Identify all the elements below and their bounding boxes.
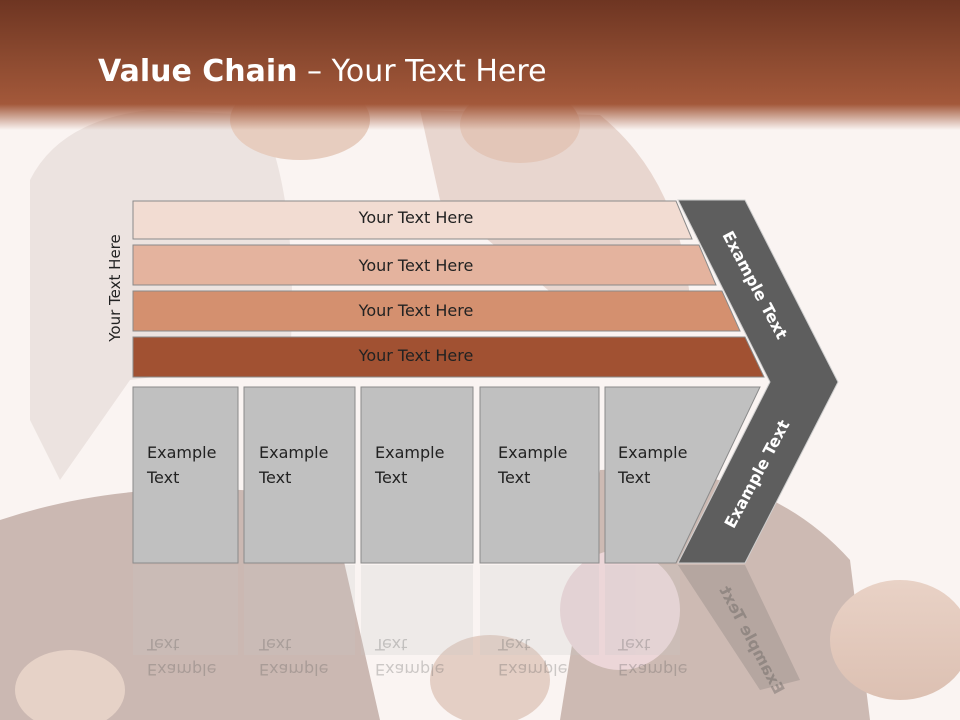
primary-box-5 <box>604 386 761 564</box>
box-reflection-2: Example Text <box>259 632 328 682</box>
box-reflection-3-line-1: Example <box>375 660 445 679</box>
title-bar <box>0 0 960 130</box>
margin-chevron <box>677 199 839 564</box>
margin-chevron-reflection <box>678 565 800 690</box>
box-reflection-5-line-1: Example <box>618 660 688 679</box>
box-reflection-5: Example Text <box>618 632 687 682</box>
primary-box-2 <box>243 386 356 564</box>
box-4-line-2: Text <box>498 468 531 487</box>
support-row-4 <box>132 336 765 378</box>
primary-box-4 <box>479 386 600 564</box>
box-reflection-1: Example Text <box>147 632 216 682</box>
box-5-line-1: Example <box>618 443 688 462</box>
box-reflection-3: Example Text <box>375 632 444 682</box>
boxes-reflection <box>133 565 680 655</box>
box-reflection-2-line-1: Example <box>259 660 329 679</box>
box-reflection-4: Example Text <box>498 632 567 682</box>
box-1-line-2: Text <box>147 468 180 487</box>
box-1-line-1: Example <box>147 443 217 462</box>
box-2-line-2: Text <box>259 468 292 487</box>
support-row-2 <box>132 244 717 286</box>
row-label-4: Your Text Here <box>358 346 474 365</box>
page-title: Value Chain – Your Text Here <box>98 54 547 89</box>
box-4-line-1: Example <box>498 443 568 462</box>
box-3-line-2: Text <box>375 468 408 487</box>
box-5-line-2: Text <box>618 468 651 487</box>
side-label: Your Text Here <box>106 234 124 342</box>
box-reflection-3-line-2: Text <box>375 635 408 654</box>
box-reflection-5-line-2: Text <box>618 635 651 654</box>
primary-box-1 <box>132 386 239 564</box>
support-row-3 <box>132 290 741 332</box>
box-reflection-4-line-2: Text <box>498 635 531 654</box>
title-rest: – Your Text Here <box>297 54 547 89</box>
title-bold: Value Chain <box>98 54 298 89</box>
box-reflection-4-line-1: Example <box>498 660 568 679</box>
primary-box-3 <box>360 386 474 564</box>
box-2-line-1: Example <box>259 443 329 462</box>
box-3-line-1: Example <box>375 443 445 462</box>
row-label-3: Your Text Here <box>358 301 474 320</box>
box-reflection-1-line-1: Example <box>147 660 217 679</box>
box-reflection-1-line-2: Text <box>147 635 180 654</box>
row-label-1: Your Text Here <box>358 208 474 227</box>
box-reflection-2-line-2: Text <box>259 635 292 654</box>
support-row-1 <box>132 200 693 240</box>
row-label-2: Your Text Here <box>358 256 474 275</box>
